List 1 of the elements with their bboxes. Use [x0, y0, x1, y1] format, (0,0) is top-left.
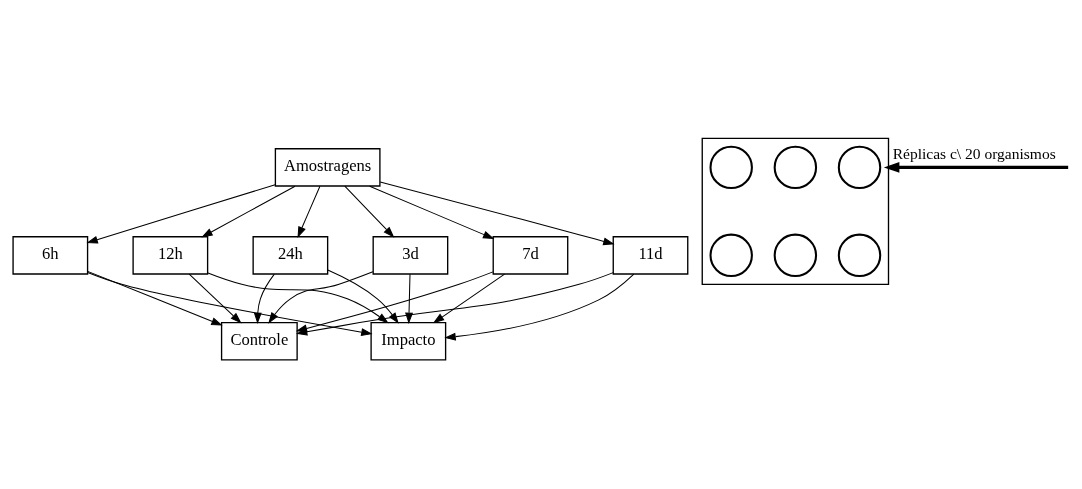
edge-label: Réplicas c\ 20 organismos	[892, 144, 1056, 162]
